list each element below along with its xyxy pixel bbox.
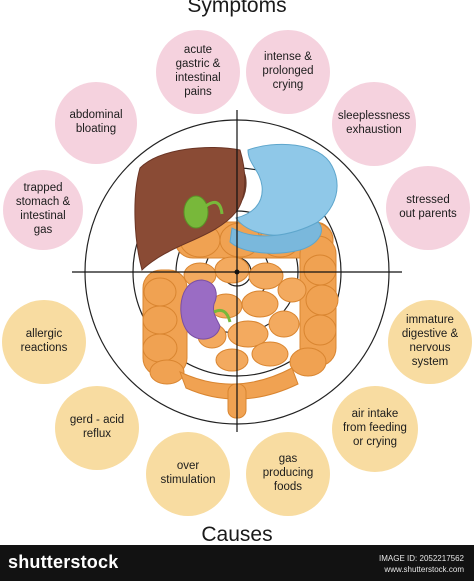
watermark-footer: shutterstock IMAGE ID: 2052217562 www.sh… — [0, 545, 474, 581]
small-intestine — [183, 256, 307, 372]
large-intestine — [142, 221, 339, 419]
symptom-bubble-intense-crying: intense & prolonged crying — [246, 30, 330, 114]
symptom-bubble-acute-pains: acute gastric & intestinal pains — [156, 30, 240, 114]
symptom-bubble-trapped-gas: trapped stomach & intestinal gas — [3, 170, 83, 250]
symptoms-title: Symptoms — [187, 0, 287, 17]
cause-bubble-over-stimulation: over stimulation — [146, 432, 230, 516]
cause-bubble-gerd: gerd - acid reflux — [55, 386, 139, 470]
digestive-system-target-diagram — [72, 110, 402, 432]
symptom-bubble-abdominal-bloating: abdominal bloating — [55, 82, 137, 164]
target-bullseye — [234, 269, 240, 275]
causes-title: Causes — [201, 523, 273, 546]
pancreas — [229, 221, 322, 254]
footer-site: www.shutterstock.com — [384, 565, 464, 574]
cause-bubble-air-intake: air intake from feeding or crying — [332, 386, 418, 472]
cause-bubble-gas-foods: gas producing foods — [246, 432, 330, 516]
cause-bubble-immature-system: immature digestive & nervous system — [388, 300, 472, 384]
gallbladder — [183, 195, 224, 229]
symptom-bubble-sleeplessness: sleeplessness exhaustion — [332, 82, 416, 166]
kidney — [180, 279, 232, 340]
symptom-bubble-stressed-parents: stressed out parents — [386, 166, 470, 250]
footer-brand: shutterstock — [8, 552, 119, 572]
cause-bubble-allergic-reactions: allergic reactions — [2, 300, 86, 384]
stomach — [235, 143, 338, 236]
footer-image-id: IMAGE ID: 2052217562 — [379, 554, 464, 563]
